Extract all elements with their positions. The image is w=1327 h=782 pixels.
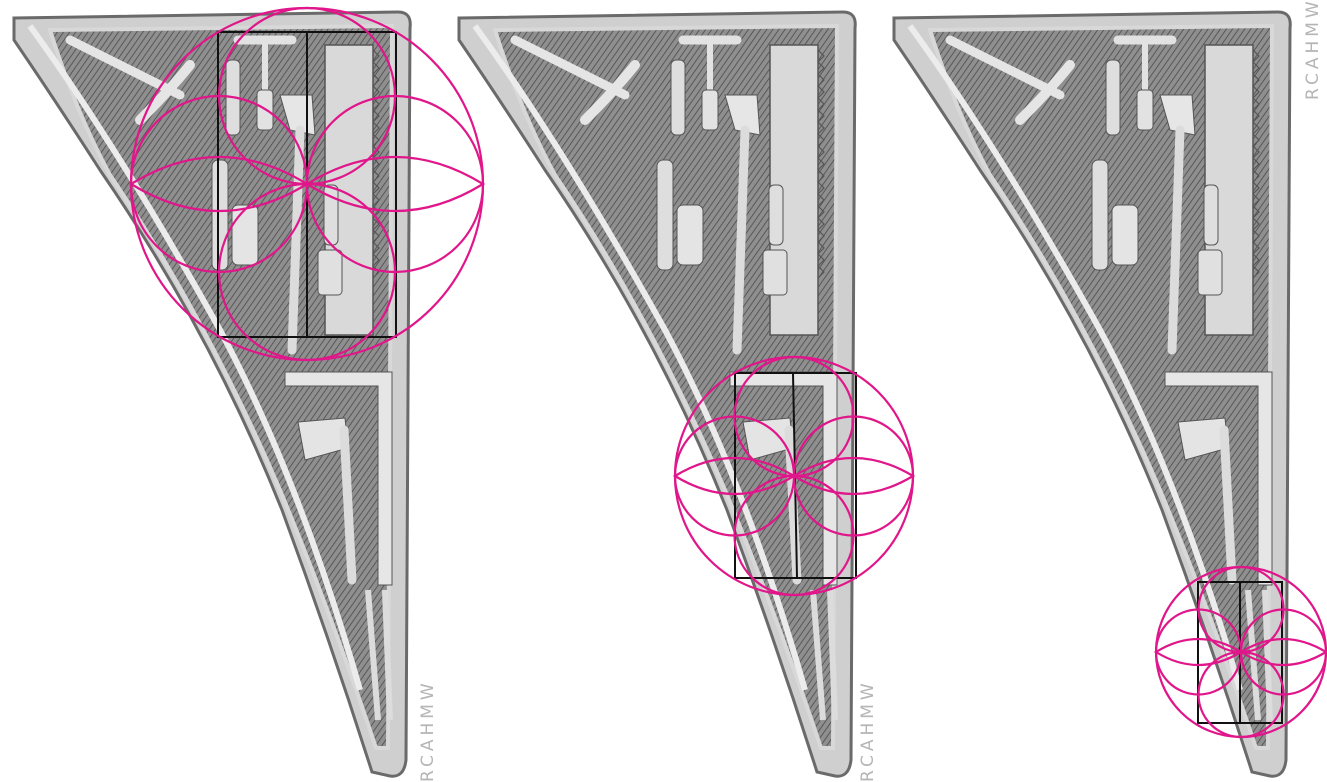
- credit-label-3: RCAHMW: [1303, 0, 1323, 100]
- bracket-panel-1: [14, 12, 410, 776]
- geometry-overlay-3: [1156, 567, 1326, 737]
- credit-label-1: RCAHMW: [418, 679, 438, 782]
- credit-label-2: RCAHMW: [858, 679, 878, 782]
- bracket-panel-3: [894, 12, 1290, 776]
- bracket-panel-2: [459, 12, 855, 776]
